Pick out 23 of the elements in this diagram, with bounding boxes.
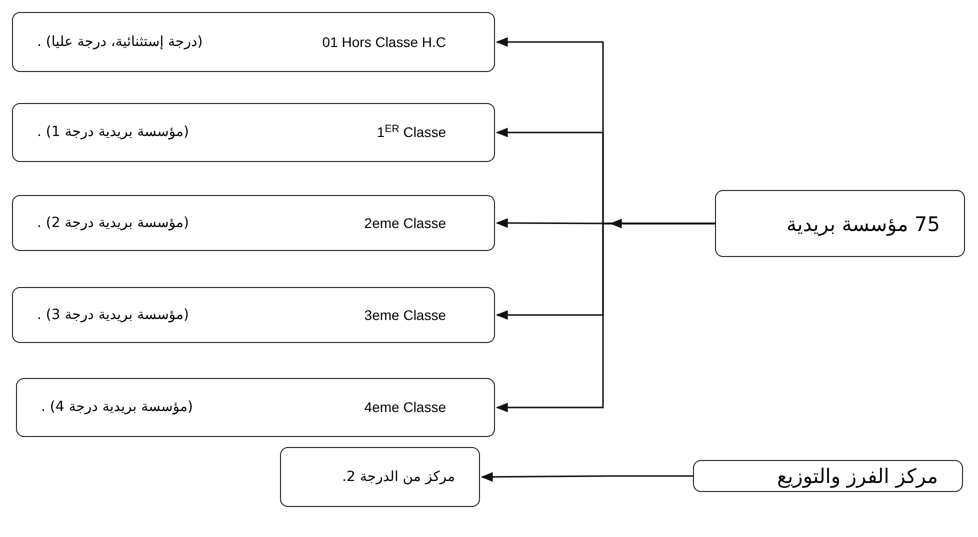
arrow (480, 472, 693, 482)
class-label: 01 Hors Classe H.C (322, 32, 446, 52)
arabic-label: (مؤسسة بريدية درجة 2) . (37, 214, 189, 232)
process-box (12, 12, 495, 72)
process-box (16, 378, 495, 437)
class-label: 1$^{ER}$ Classe (376, 122, 446, 142)
arabic-label: (مؤسسة بريدية درجة 4) . (41, 398, 193, 417)
arabic-label: (مؤسسة بريدية درجة 1) . (37, 123, 189, 142)
arabic-label: مركز الفرز والتوزيع (776, 463, 938, 490)
arabic-label: مركز من الدرجة 2. (342, 468, 455, 486)
class-label: 3eme Classe (364, 306, 446, 324)
process-box (12, 195, 495, 251)
process-box (12, 103, 495, 162)
arabic-label: (درجة إستثنائية، درجة عليا) . (37, 32, 203, 52)
arabic-label: (مؤسسة بريدية درجة 3) . (37, 306, 189, 324)
class-label: 4eme Classe (364, 398, 446, 417)
class-label: 2eme Classe (364, 214, 446, 232)
process-box (12, 287, 495, 343)
process-box (280, 447, 480, 507)
arrow (496, 222, 715, 412)
arabic-label: 75 مؤسسة بريدية (786, 210, 940, 238)
process-box (693, 460, 963, 492)
process-box (715, 190, 965, 257)
